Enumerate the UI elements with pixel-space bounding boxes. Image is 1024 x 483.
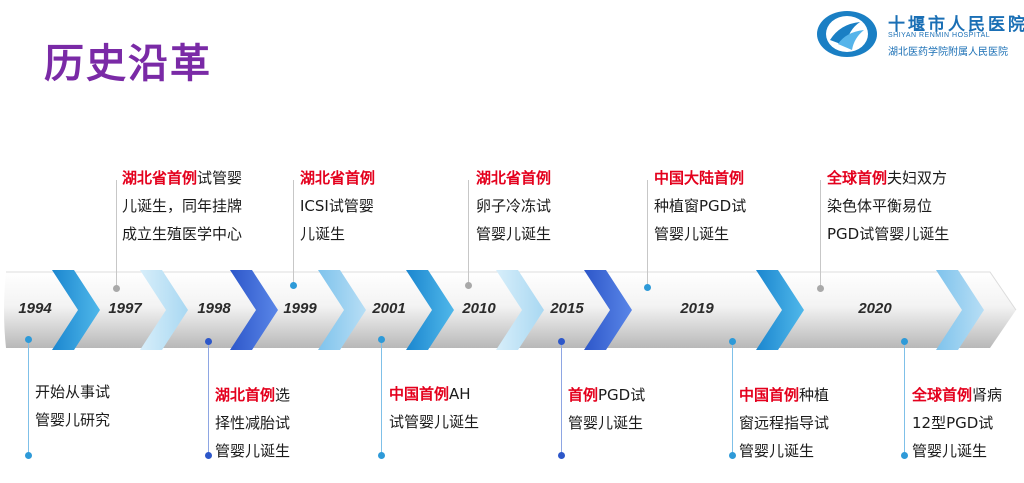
year-label: 2019 (680, 300, 714, 317)
year-label: 1999 (283, 300, 317, 317)
event-text: 窗远程指导试 (739, 414, 830, 432)
hospital-logo-icon (817, 11, 877, 57)
timeline-dot (205, 452, 212, 459)
event-text: 染色体平衡易位 (827, 197, 933, 215)
timeline-dot (644, 284, 651, 291)
year-label: 1997 (108, 300, 142, 317)
timeline-dot (25, 336, 32, 343)
event-text: PGD试管婴儿诞生 (827, 225, 950, 243)
event-highlight: 湖北省首例 (300, 169, 376, 187)
page-title: 历史沿革 (44, 41, 212, 87)
event-text: 儿诞生 (300, 225, 346, 243)
event-text: 儿诞生，同年挂牌 (122, 197, 243, 215)
timeline-dot (901, 338, 908, 345)
timeline-dot (817, 285, 824, 292)
event-text: AH (449, 385, 471, 403)
year-label: 1994 (18, 300, 52, 317)
year-label: 2015 (550, 300, 584, 317)
event-highlight: 湖北省首例 (476, 169, 552, 187)
event-text: 肾病 (972, 386, 1003, 404)
event-text: ICSI试管婴 (300, 197, 374, 215)
event-text: 管婴儿研究 (35, 411, 111, 429)
year-label: 2020 (858, 300, 892, 317)
event-text: 夫妇双方 (887, 169, 948, 187)
event-highlight: 湖北省首例 (122, 169, 198, 187)
event-highlight: 中国首例 (739, 386, 800, 404)
event-text: 管婴儿诞生 (215, 442, 291, 460)
event-highlight: 中国首例 (389, 385, 450, 403)
event-text: 种植 (799, 386, 830, 404)
year-label: 2001 (372, 300, 406, 317)
event-text: 选 (275, 386, 291, 404)
year-label: 2010 (462, 300, 496, 317)
timeline-dot (558, 452, 565, 459)
event-highlight: 中国大陆首例 (654, 169, 745, 187)
event-text: 试管婴 (197, 169, 243, 187)
event-text: 管婴儿诞生 (912, 442, 988, 460)
year-label: 1998 (197, 300, 231, 317)
timeline-dot (113, 285, 120, 292)
hospital-logo: 十堰市人民医院 SHIYAN RENMIN HOSPITAL 湖北医药学院附属人… (816, 6, 1024, 64)
timeline-dot (558, 338, 565, 345)
event-text: 试管婴儿诞生 (389, 413, 480, 431)
event-text: 管婴儿诞生 (739, 442, 815, 460)
event-text: 成立生殖医学中心 (122, 225, 243, 243)
event-text: 管婴儿诞生 (476, 225, 552, 243)
timeline-dot (378, 336, 385, 343)
timeline-dot (290, 282, 297, 289)
event-text: 12型PGD试 (912, 414, 994, 432)
timeline-dot (378, 452, 385, 459)
event-text: 择性减胎试 (215, 414, 291, 432)
timeline-dot (729, 338, 736, 345)
timeline-dot (901, 452, 908, 459)
event-highlight: 首例 (568, 386, 599, 404)
event-highlight: 全球首例 (827, 169, 888, 187)
hospital-name: 十堰市人民医院 (888, 15, 1024, 35)
hospital-name-en: SHIYAN RENMIN HOSPITAL (888, 32, 991, 39)
event-text: 开始从事试 (35, 383, 111, 401)
event-text: 管婴儿诞生 (568, 414, 644, 432)
timeline-dot (205, 338, 212, 345)
timeline-dot (729, 452, 736, 459)
timeline-dot (25, 452, 32, 459)
event-highlight: 湖北首例 (215, 386, 276, 404)
timeline-chevrons (52, 270, 984, 350)
event-text: 管婴儿诞生 (654, 225, 730, 243)
event-text: 种植窗PGD试 (654, 197, 747, 215)
event-text: 卵子冷冻试 (476, 197, 552, 215)
timeline-bar (4, 270, 1017, 350)
event-text: PGD试 (598, 386, 646, 404)
event-highlight: 全球首例 (912, 386, 973, 404)
timeline-dot (465, 282, 472, 289)
hospital-subtitle: 湖北医药学院附属人民医院 (888, 47, 1008, 58)
